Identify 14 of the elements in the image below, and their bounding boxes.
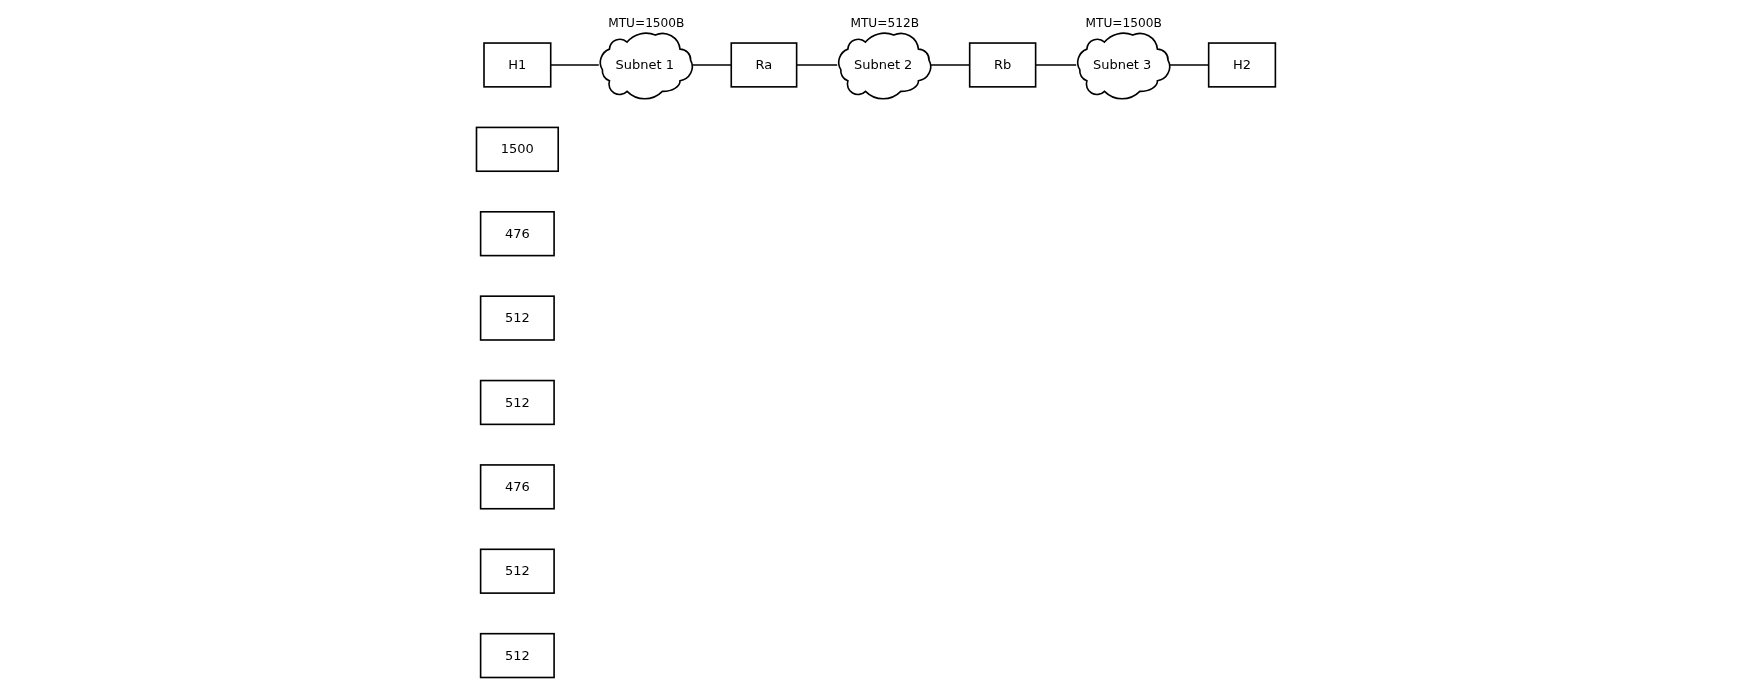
mtu-label: MTU=512B	[850, 15, 920, 30]
node-box: 512	[479, 379, 555, 426]
node-box: Ra	[730, 42, 798, 88]
node-box: H2	[1207, 42, 1277, 88]
node-box: 512	[479, 632, 555, 679]
node-box: 476	[479, 464, 555, 510]
node-box: 512	[479, 548, 555, 594]
node-box: 476	[479, 211, 555, 257]
node-box: H1	[483, 42, 552, 88]
node-box: 512	[479, 295, 555, 341]
node-box: Rb	[968, 42, 1037, 88]
node-box: 1500	[475, 126, 560, 173]
mtu-label: MTU=1500B	[1085, 15, 1162, 30]
mtu-label: MTU=1500B	[608, 15, 685, 30]
